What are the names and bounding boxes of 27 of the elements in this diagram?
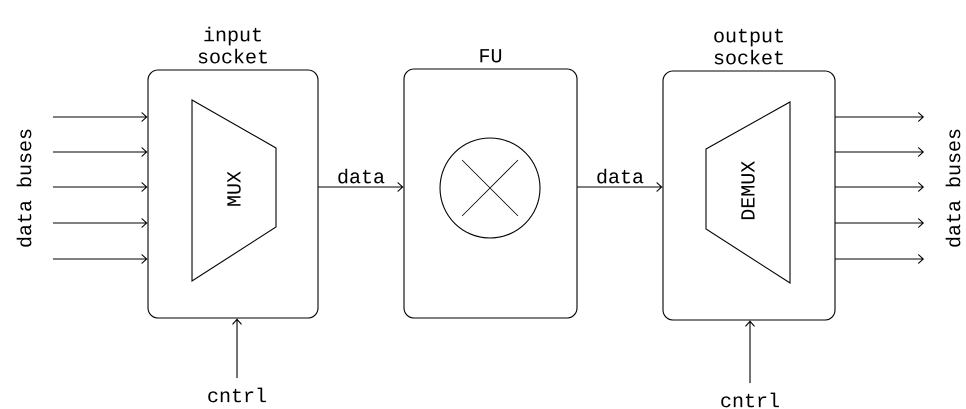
arrow [745, 320, 755, 384]
control-label: cntrl [208, 388, 266, 402]
demux-trapezoid: DEMUX [705, 101, 791, 284]
arrow [836, 254, 924, 264]
arrow [52, 218, 148, 228]
arrow [578, 182, 662, 192]
bus-label: data buses [16, 130, 32, 247]
arrow [52, 182, 148, 192]
node-label: output socket [714, 28, 783, 64]
arrow [836, 218, 924, 228]
node-label: input socket [198, 26, 267, 64]
edge-label: data [595, 168, 645, 184]
arrow [836, 147, 924, 157]
function-unit-box: FU [403, 49, 578, 319]
bus-label: data buses [946, 130, 960, 247]
multiplier-circle [439, 137, 541, 239]
arrow [318, 182, 404, 192]
arrow [52, 112, 148, 122]
arrow [836, 182, 924, 192]
node-label: FU [480, 49, 502, 62]
arrow [836, 112, 924, 122]
mux-trapezoid: MUX [191, 99, 277, 282]
control-label: cntrl [721, 392, 779, 408]
arrow [232, 318, 242, 378]
edge-label: data [336, 168, 386, 184]
arrow [52, 254, 148, 264]
arrow [52, 147, 148, 157]
